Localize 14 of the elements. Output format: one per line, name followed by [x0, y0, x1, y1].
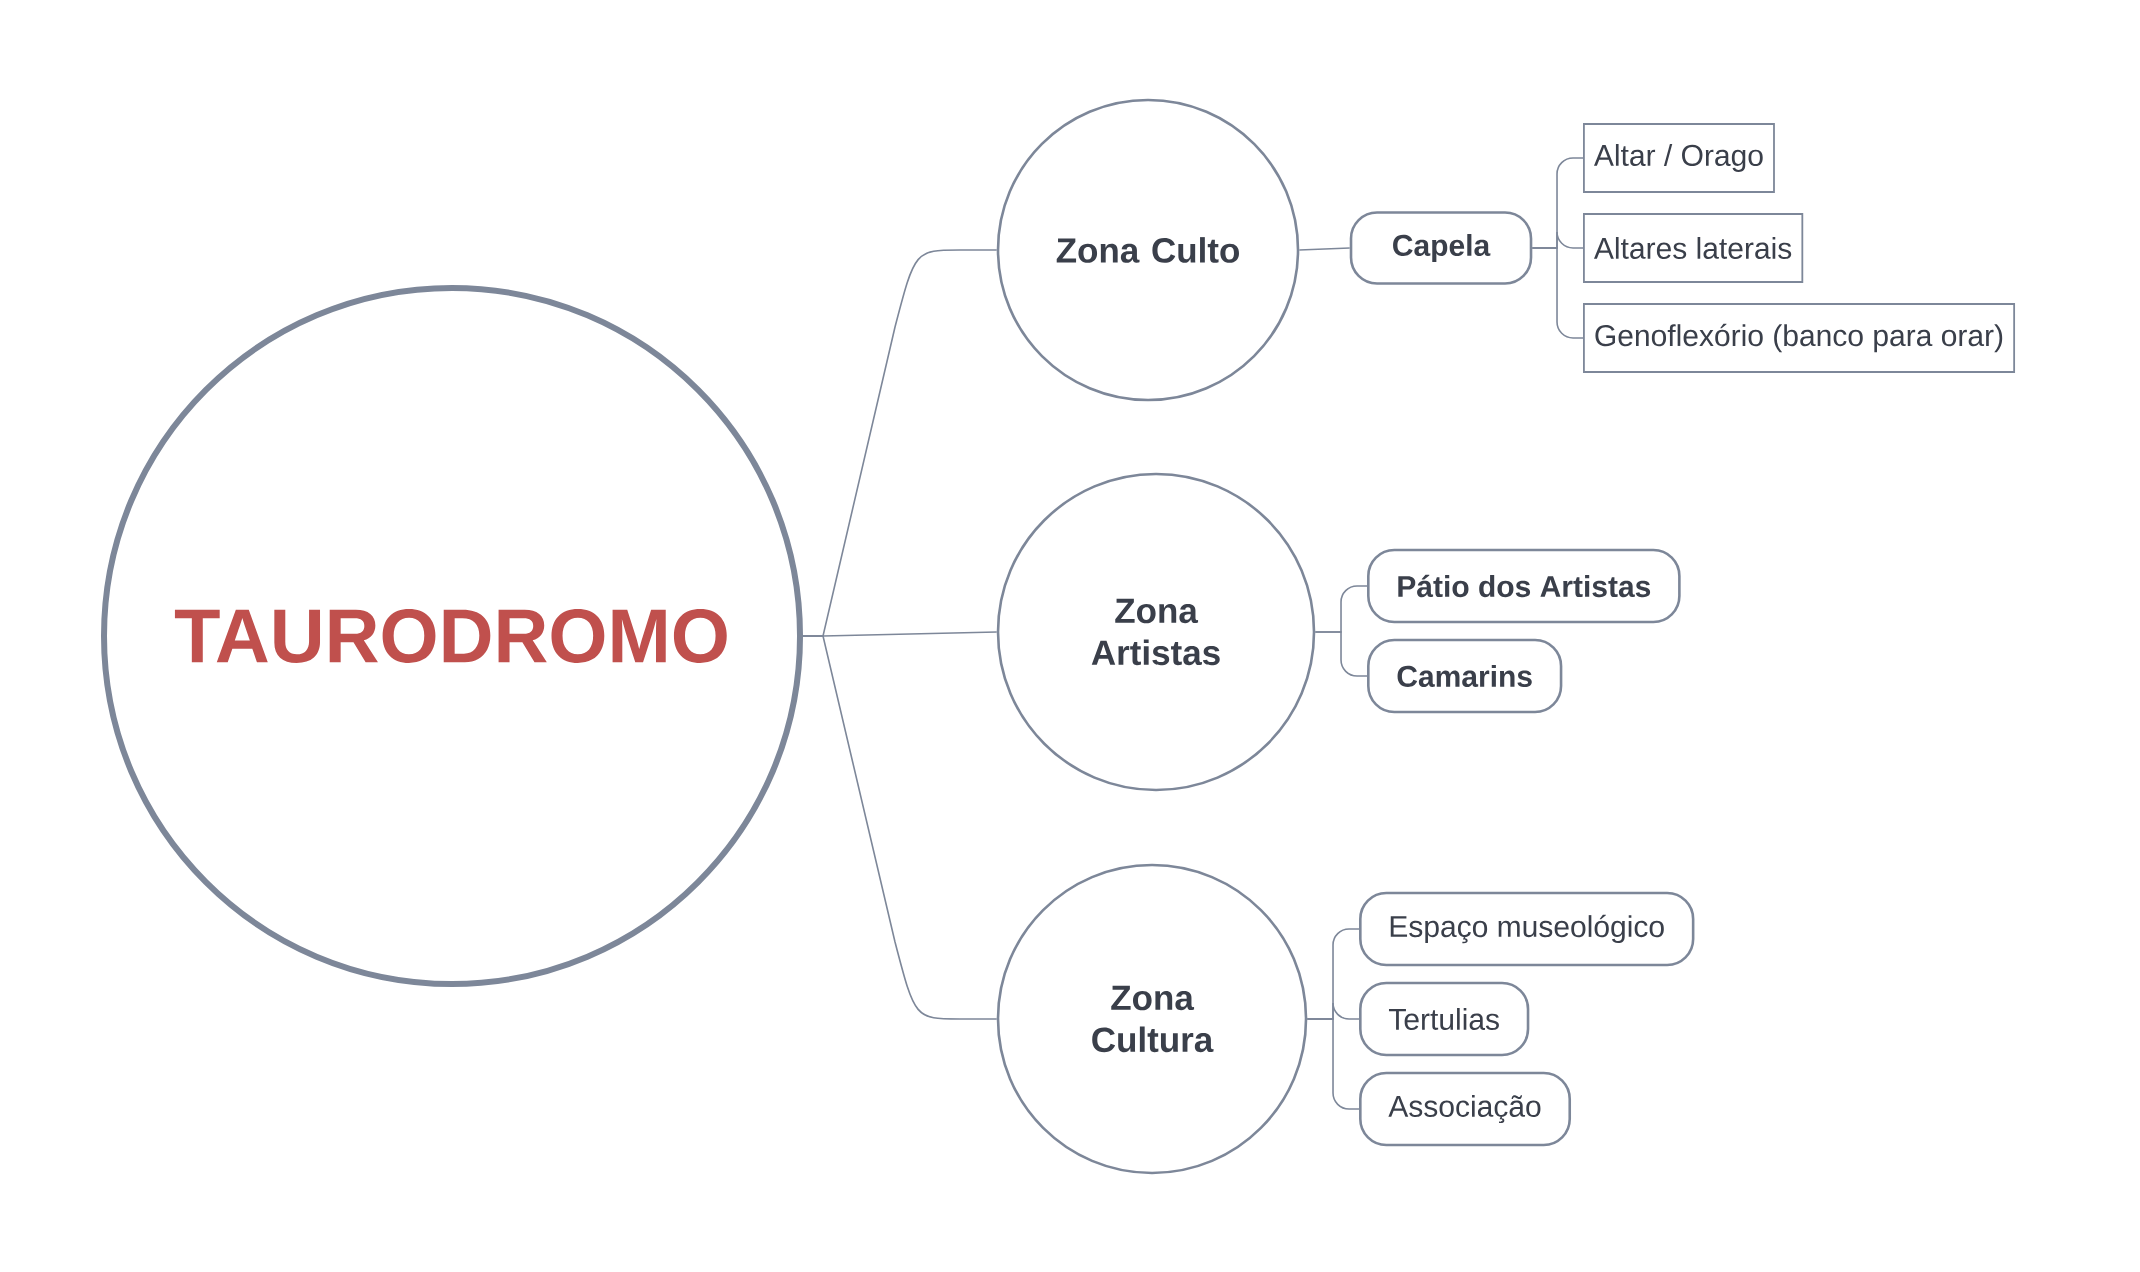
item-box: Genoflexório (banco para orar) [1583, 303, 2016, 373]
connector-line [1531, 247, 1584, 339]
connector-line [802, 635, 998, 1020]
rounded-box: Associação [1359, 1071, 1572, 1147]
item-box: Altares laterais [1583, 213, 1804, 283]
item-box: Altar / Orago [1583, 123, 1775, 193]
connector-line [1306, 1018, 1360, 1110]
rounded-box: Camarins [1367, 638, 1563, 714]
rounded-box: Espaço museológico [1359, 891, 1695, 967]
rounded-box: Tertulias [1359, 981, 1530, 1057]
connector-line [1298, 247, 1351, 251]
rounded-box: Pátio dos Artistas [1367, 548, 1681, 624]
connector-line [1314, 631, 1368, 677]
rounded-box: Capela [1349, 211, 1533, 285]
